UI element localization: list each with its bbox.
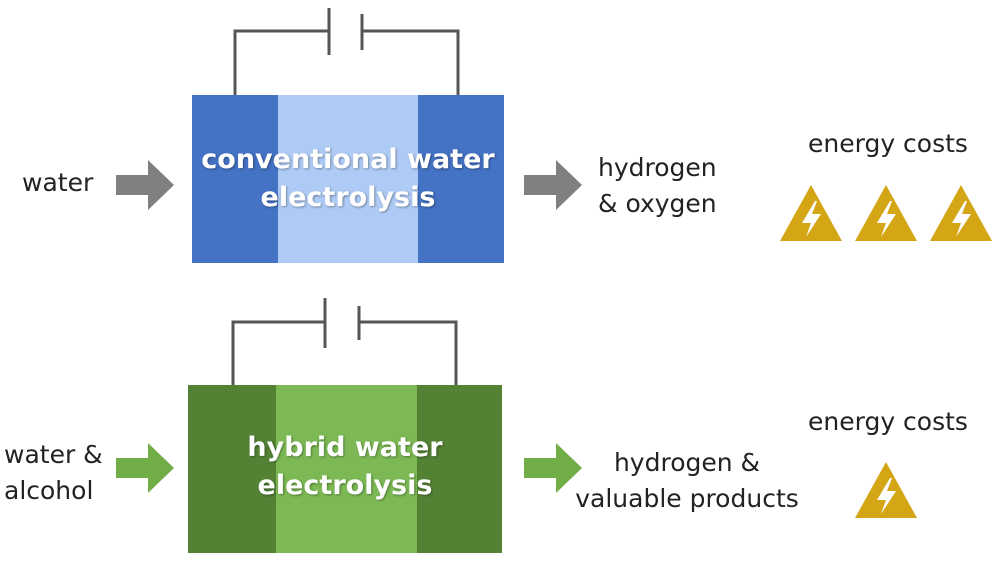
lightning-warning-icon	[855, 185, 917, 241]
lightning-warning-icon	[930, 185, 992, 241]
hybrid-output-arrow-shape	[524, 443, 582, 493]
conventional-left-electrode	[192, 95, 278, 263]
hybrid-left-electrode	[188, 385, 276, 553]
conventional-cell-title: conventional water electrolysis	[201, 144, 495, 213]
hybrid-cell-title: hybrid water electrolysis	[247, 432, 443, 501]
arrow-right-icon	[116, 443, 174, 493]
lightning-warning-icon	[855, 462, 917, 518]
conventional-output-label: hydrogen & oxygen	[598, 153, 717, 218]
conventional-circuit	[233, 8, 460, 95]
hybrid-electrolyte	[276, 385, 417, 553]
hybrid-circuit	[231, 298, 458, 385]
conventional-input-arrow-shape	[116, 160, 174, 210]
battery-symbol-icon	[231, 298, 458, 385]
lightning-warning-icon	[780, 185, 842, 241]
conventional-energy-label: energy costs	[808, 129, 968, 158]
conventional-output-arrow-shape	[524, 160, 582, 210]
arrow-right-icon	[524, 160, 582, 210]
arrow-right-icon	[524, 443, 582, 493]
arrow-right-icon	[116, 160, 174, 210]
conventional-right-electrode	[418, 95, 504, 263]
conventional-input-label: water	[22, 168, 94, 197]
hybrid-energy-label: energy costs	[808, 407, 968, 436]
hybrid-input-arrow-shape	[116, 443, 174, 493]
hybrid-input-label: water & alcohol	[4, 440, 103, 505]
hybrid-right-electrode	[417, 385, 502, 553]
battery-symbol-icon	[233, 8, 460, 95]
conventional-electrolyte	[278, 95, 418, 263]
hybrid-output-label: hydrogen & valuable products	[575, 448, 799, 513]
